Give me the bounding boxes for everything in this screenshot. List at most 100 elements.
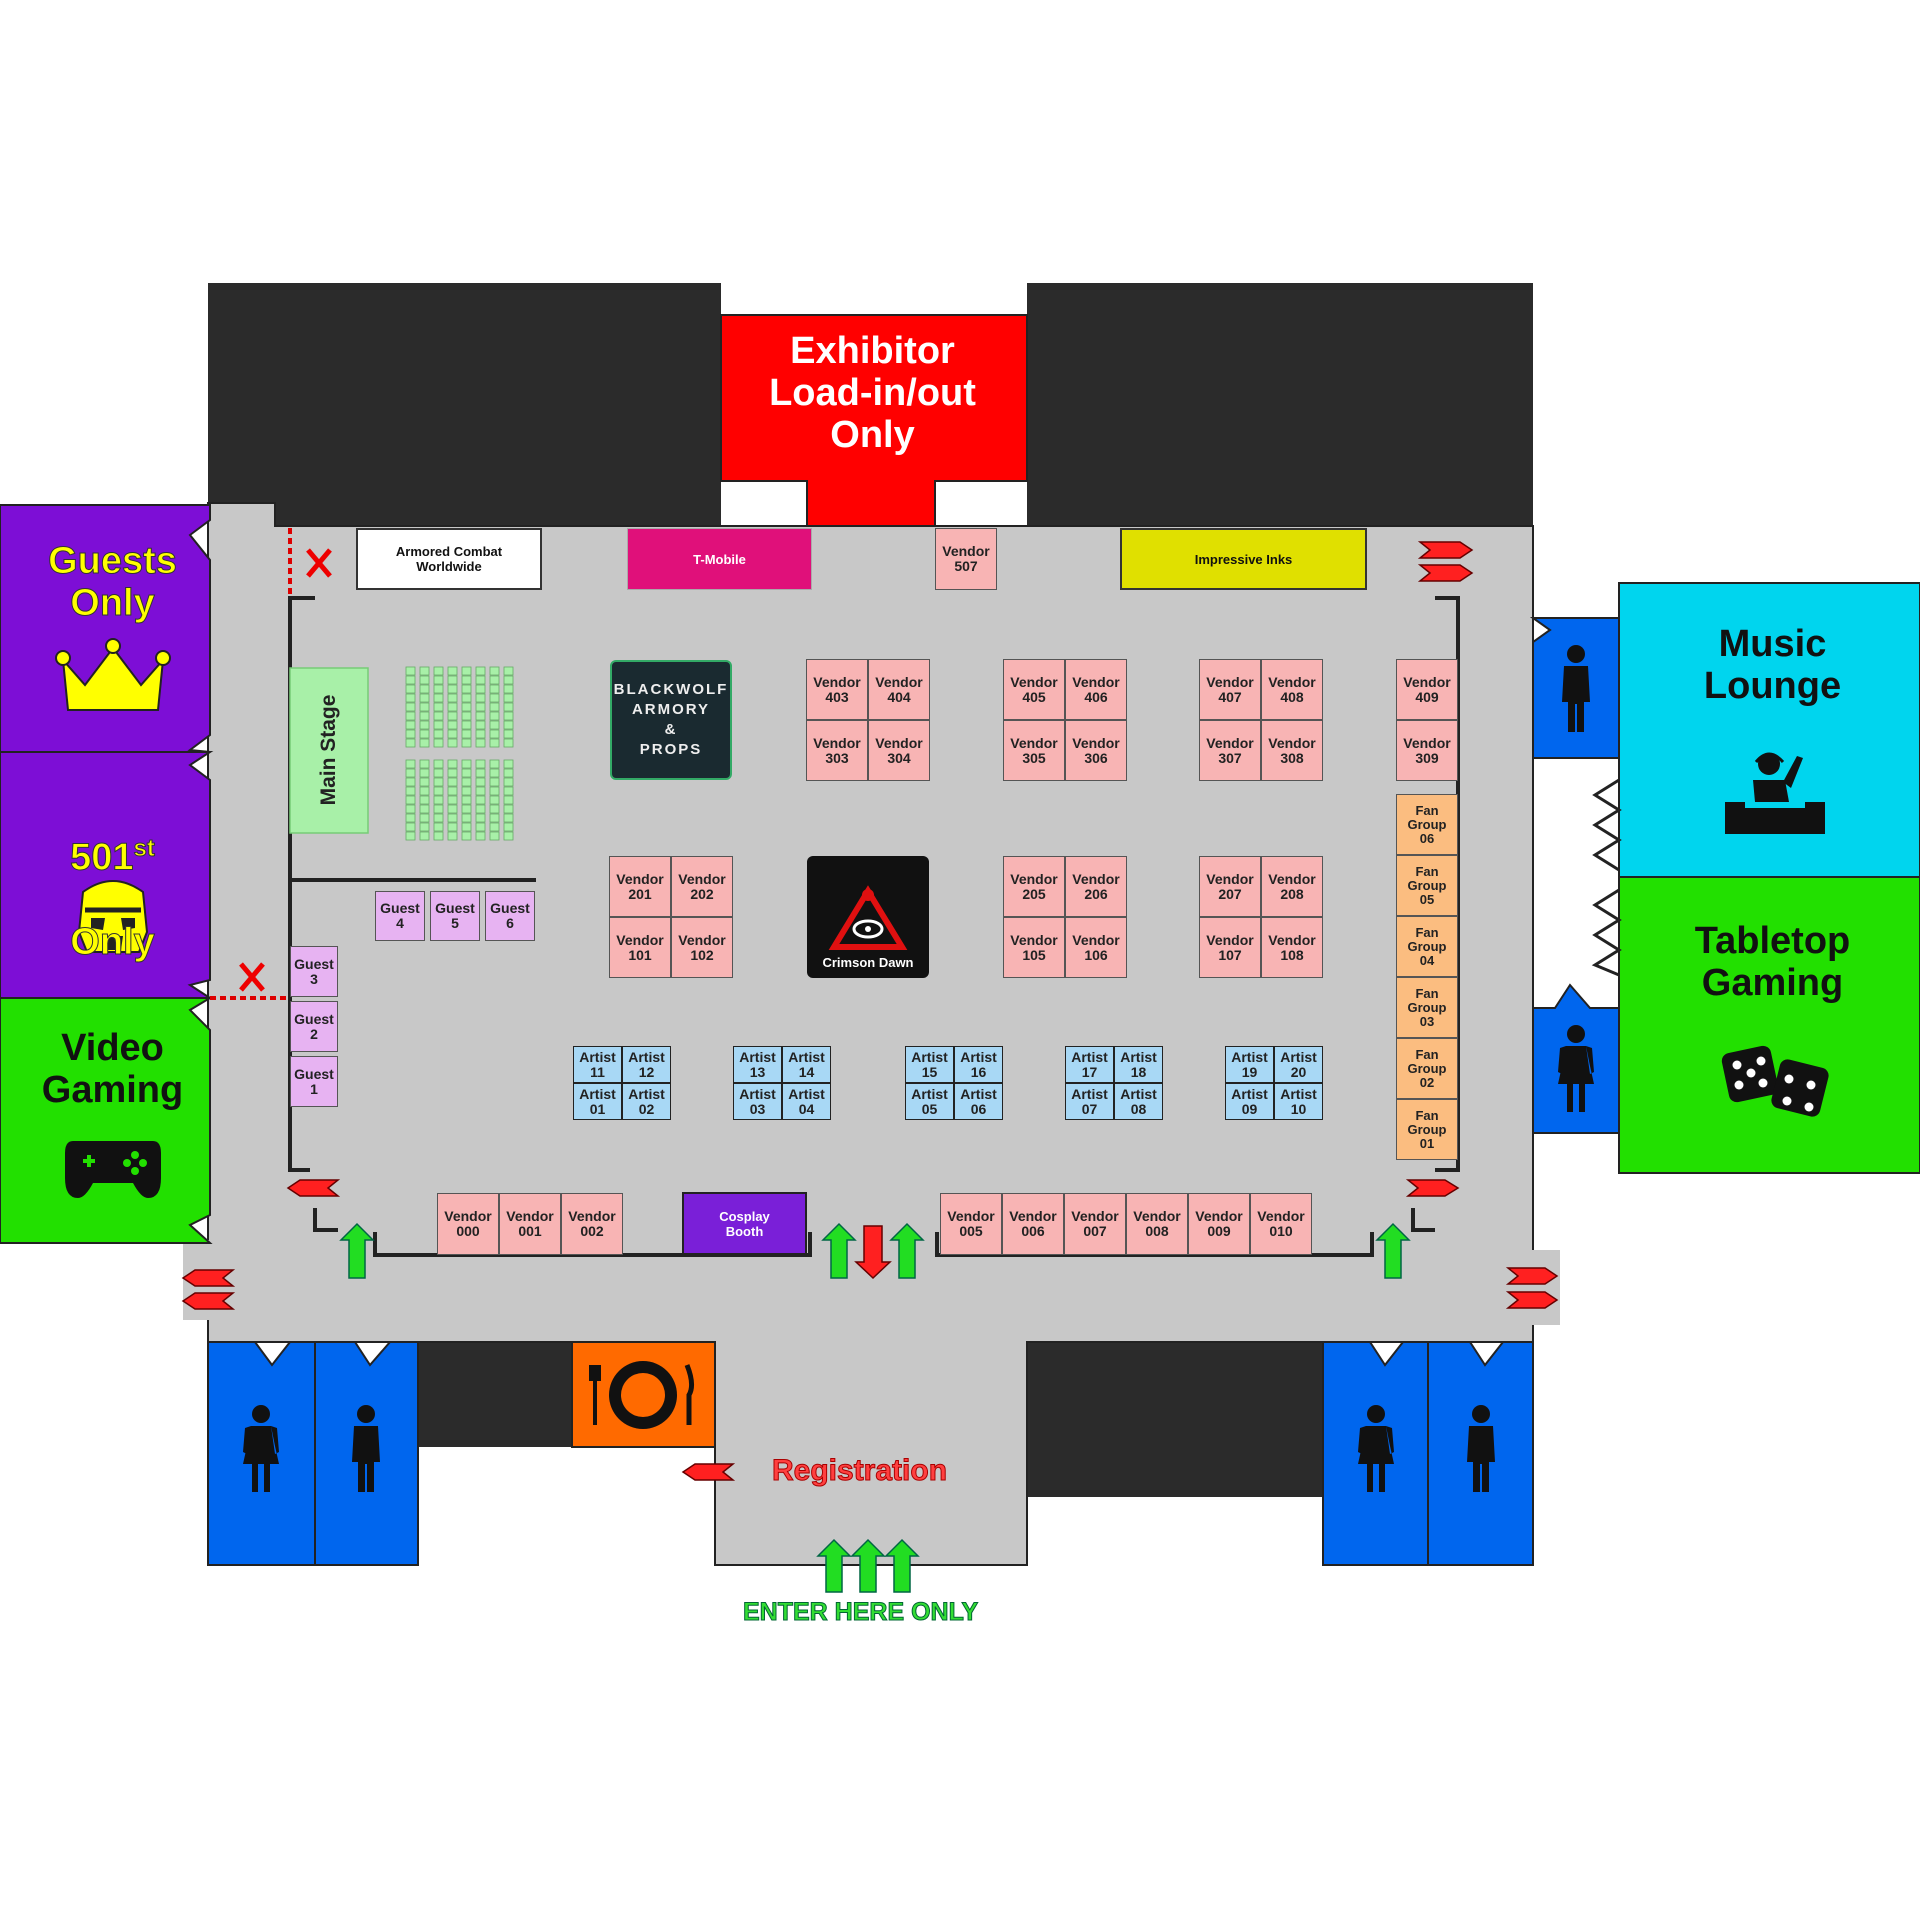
vendor-booth[interactable]: Vendor 009 (1188, 1193, 1250, 1255)
artist-booth[interactable]: Artist 08 (1114, 1083, 1163, 1120)
vendor-booth[interactable]: Vendor 403 (806, 659, 868, 720)
vendor-booth[interactable]: Vendor 001 (499, 1193, 561, 1255)
seat (433, 795, 444, 805)
fan-booth[interactable]: Fan Group 06 (1396, 794, 1458, 855)
vendor-booth[interactable]: Vendor 005 (940, 1193, 1002, 1255)
vendor-booth[interactable]: Vendor 308 (1261, 720, 1323, 781)
vendor-booth[interactable]: Vendor 006 (1002, 1193, 1064, 1255)
vendor-booth[interactable]: Vendor 106 (1065, 917, 1127, 978)
artist-booth[interactable]: Artist 03 (733, 1083, 782, 1120)
artist-booth[interactable]: Artist 20 (1274, 1046, 1323, 1083)
tabletop-gaming-doors (1591, 888, 1622, 977)
enter-arrow-icon (884, 1538, 920, 1593)
vendor-booth[interactable]: Vendor 409 (1396, 659, 1458, 720)
artist-booth[interactable]: Artist 01 (573, 1083, 622, 1120)
vendor-booth[interactable]: Vendor 102 (671, 917, 733, 978)
vendor-booth[interactable]: Vendor 000 (437, 1193, 499, 1255)
seat (405, 759, 416, 769)
vendor-booth[interactable]: Vendor 303 (806, 720, 868, 781)
artist-booth[interactable]: Artist 10 (1274, 1083, 1323, 1120)
fan-booth[interactable]: Fan Group 05 (1396, 855, 1458, 916)
seat (503, 831, 514, 841)
vendor-booth[interactable]: Vendor 405 (1003, 659, 1065, 720)
guest-booth[interactable]: Guest 6 (485, 891, 535, 941)
vendor-booth[interactable]: Vendor 307 (1199, 720, 1261, 781)
vendor-booth[interactable]: Vendor 406 (1065, 659, 1127, 720)
artist-booth[interactable]: Artist 02 (622, 1083, 671, 1120)
blackwolf-armory-booth[interactable]: BLACKWOLF ARMORY & PROPS (610, 660, 732, 780)
seat (419, 822, 430, 832)
artist-booth[interactable]: Artist 04 (782, 1083, 831, 1120)
vendor-booth[interactable]: Vendor 105 (1003, 917, 1065, 978)
vendor-booth[interactable]: Vendor 207 (1199, 856, 1261, 917)
armored-combat-booth[interactable]: Armored Combat Worldwide (356, 528, 542, 590)
seat (419, 675, 430, 685)
artist-booth[interactable]: Artist 06 (954, 1083, 1003, 1120)
artist-booth[interactable]: Artist 18 (1114, 1046, 1163, 1083)
fan-booth[interactable]: Fan Group 01 (1396, 1099, 1458, 1160)
impressive-inks-booth[interactable]: Impressive Inks (1120, 528, 1367, 590)
enter-arrow-icon (850, 1538, 886, 1593)
vendor-booth[interactable]: Vendor 010 (1250, 1193, 1312, 1255)
fan-booth[interactable]: Fan Group 03 (1396, 977, 1458, 1038)
exit-arrow-icon (1417, 564, 1474, 582)
vendor-booth[interactable]: Vendor 202 (671, 856, 733, 917)
seat (433, 729, 444, 739)
vendor-booth[interactable]: Vendor 205 (1003, 856, 1065, 917)
guest-booth[interactable]: Guest 2 (290, 1001, 338, 1052)
cosplay-booth[interactable]: Cosplay Booth (682, 1192, 807, 1255)
artist-booth[interactable]: Artist 11 (573, 1046, 622, 1083)
fan-booth[interactable]: Fan Group 02 (1396, 1038, 1458, 1099)
vendor-booth[interactable]: Vendor 208 (1261, 856, 1323, 917)
vendor-booth[interactable]: Vendor 108 (1261, 917, 1323, 978)
seat (405, 711, 416, 721)
crimson-dawn-booth[interactable]: Crimson Dawn (807, 856, 929, 978)
guest-booth[interactable]: Guest 1 (290, 1056, 338, 1107)
seat (433, 720, 444, 730)
vendor-booth[interactable]: Vendor 008 (1126, 1193, 1188, 1255)
seat (489, 777, 500, 787)
seat (475, 804, 486, 814)
vendor-booth[interactable]: Vendor 002 (561, 1193, 623, 1255)
vendor-booth[interactable]: Vendor 404 (868, 659, 930, 720)
vendor-booth[interactable]: Vendor 309 (1396, 720, 1458, 781)
vendor-booth[interactable]: Vendor 304 (868, 720, 930, 781)
vendor-booth[interactable]: Vendor 007 (1064, 1193, 1126, 1255)
artist-booth[interactable]: Artist 16 (954, 1046, 1003, 1083)
vendor-booth[interactable]: Vendor 407 (1199, 659, 1261, 720)
seat (447, 720, 458, 730)
seat (405, 720, 416, 730)
vendor-booth[interactable]: Vendor 306 (1065, 720, 1127, 781)
seat (503, 729, 514, 739)
artist-booth[interactable]: Artist 09 (1225, 1083, 1274, 1120)
stormtrooper-helmet-icon (77, 880, 149, 953)
fan-booth[interactable]: Fan Group 04 (1396, 916, 1458, 977)
guest-booth[interactable]: Guest 3 (290, 946, 338, 997)
seat (461, 795, 472, 805)
troopers-only-label: 501st Only (0, 786, 225, 964)
guest-booth[interactable]: Guest 4 (375, 891, 425, 941)
vendor-booth[interactable]: Vendor 507 (935, 528, 997, 590)
vendor-booth[interactable]: Vendor 206 (1065, 856, 1127, 917)
artist-booth[interactable]: Artist 05 (905, 1083, 954, 1120)
plate-fork-knife-icon (589, 1361, 695, 1429)
vendor-booth[interactable]: Vendor 107 (1199, 917, 1261, 978)
artist-booth[interactable]: Artist 19 (1225, 1046, 1274, 1083)
vendor-booth[interactable]: Vendor 201 (609, 856, 671, 917)
artist-booth[interactable]: Artist 17 (1065, 1046, 1114, 1083)
artist-booth[interactable]: Artist 15 (905, 1046, 954, 1083)
guest-booth[interactable]: Guest 5 (430, 891, 480, 941)
artist-booth[interactable]: Artist 12 (622, 1046, 671, 1083)
seat (461, 720, 472, 730)
vendor-booth[interactable]: Vendor 408 (1261, 659, 1323, 720)
seat (489, 759, 500, 769)
seat (475, 795, 486, 805)
t-mobile-booth[interactable]: T-Mobile (627, 528, 812, 590)
vendor-booth[interactable]: Vendor 305 (1003, 720, 1065, 781)
artist-booth[interactable]: Artist 14 (782, 1046, 831, 1083)
vendor-booth[interactable]: Vendor 101 (609, 917, 671, 978)
seat (489, 738, 500, 748)
exit-arrow-icon (286, 1179, 341, 1197)
artist-booth[interactable]: Artist 07 (1065, 1083, 1114, 1120)
artist-booth[interactable]: Artist 13 (733, 1046, 782, 1083)
